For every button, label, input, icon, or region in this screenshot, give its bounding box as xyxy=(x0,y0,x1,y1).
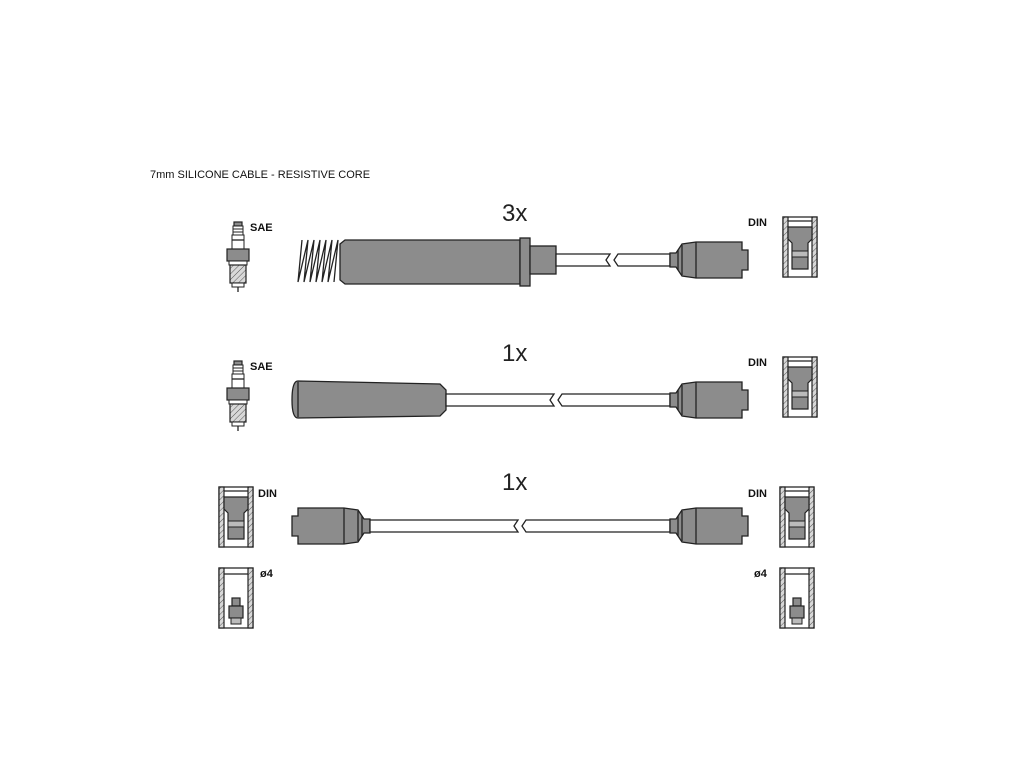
din-connector-icon xyxy=(779,486,815,548)
straight-boot-icon xyxy=(339,237,557,287)
din-connector-icon xyxy=(782,356,818,418)
din-boot-icon xyxy=(669,241,749,279)
din-boot-icon xyxy=(291,507,371,545)
spark-plug-icon xyxy=(226,221,250,293)
row-3-right-sub-label: ø4 xyxy=(754,568,768,580)
lead-row-2: 1x SAE DIN xyxy=(226,340,818,432)
spark-plug-icon xyxy=(226,360,250,432)
row-1-quantity: 3x xyxy=(502,200,527,227)
terminal-connector-icon xyxy=(218,567,254,629)
spring-icon xyxy=(297,239,339,283)
din-boot-icon xyxy=(669,381,749,419)
cable-spec-caption: 7mm SILICONE CABLE - RESISTIVE CORE xyxy=(150,169,371,181)
cable-icon xyxy=(445,393,671,407)
row-2-right-label: DIN xyxy=(748,357,767,369)
row-1-right-label: DIN xyxy=(748,217,767,229)
cable-icon xyxy=(369,519,671,533)
din-connector-icon xyxy=(782,216,818,278)
straight-boot-icon xyxy=(291,380,447,419)
cable-icon xyxy=(555,253,671,267)
lead-row-1: 3x SAE DIN xyxy=(226,200,818,293)
row-1-left-label: SAE xyxy=(250,222,273,234)
din-boot-icon xyxy=(669,507,749,545)
lead-row-3: 1x DIN DIN ø4 ø4 xyxy=(218,469,815,629)
row-2-left-label: SAE xyxy=(250,361,273,373)
row-3-quantity: 1x xyxy=(502,469,527,496)
terminal-connector-icon xyxy=(779,567,815,629)
row-2-quantity: 1x xyxy=(502,340,527,367)
row-3-left-label: DIN xyxy=(258,488,277,500)
row-3-left-sub-label: ø4 xyxy=(260,568,274,580)
row-3-right-label: DIN xyxy=(748,488,767,500)
din-connector-icon xyxy=(218,486,254,548)
